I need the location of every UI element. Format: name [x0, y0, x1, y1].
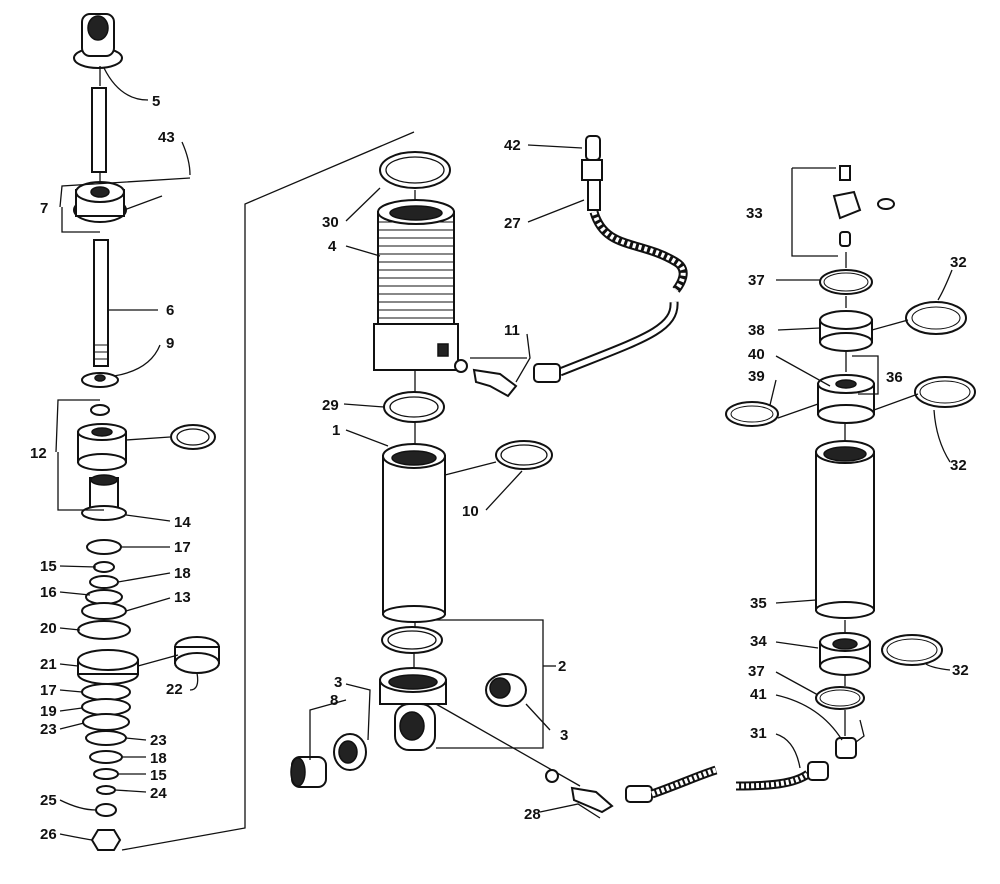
callout-39: 39	[748, 368, 765, 385]
reservoir-35	[815, 440, 875, 619]
callout-11: 11	[504, 322, 520, 339]
callout-16: 16	[40, 584, 57, 601]
upper-hose-part	[558, 135, 688, 377]
cap-38	[819, 310, 873, 352]
callout-9: 9	[166, 335, 174, 352]
callout-19: 19	[40, 703, 57, 720]
callout-labels: 5 43 7 6 9 12 14 17 15 18 16 13 20 21 22…	[30, 93, 969, 843]
callout-33: 33	[746, 205, 763, 222]
eyelet-part	[73, 13, 123, 69]
cap-nut-part	[73, 181, 127, 223]
piston-part	[77, 423, 127, 471]
elbow-fitting-11	[454, 359, 561, 398]
right-assembly	[725, 165, 976, 736]
callout-3a: 3	[334, 674, 342, 691]
callout-17a: 17	[174, 539, 191, 556]
center-leaders	[309, 144, 601, 819]
plate-14	[81, 505, 127, 521]
callout-43: 43	[158, 129, 175, 146]
callout-41: 41	[750, 686, 767, 703]
callout-10: 10	[462, 503, 479, 520]
upper-shaft	[91, 87, 107, 173]
right-leaders	[769, 167, 953, 769]
callout-34: 34	[750, 633, 767, 650]
callout-17b: 17	[40, 682, 57, 699]
callout-24: 24	[150, 785, 167, 802]
callout-28: 28	[524, 806, 541, 823]
reservoir-body-part	[373, 199, 459, 371]
base-housing-part	[379, 667, 447, 751]
callout-40: 40	[748, 346, 765, 363]
callout-26: 26	[40, 826, 57, 843]
callout-18a: 18	[174, 565, 191, 582]
callout-29: 29	[322, 397, 339, 414]
callout-7: 7	[40, 200, 48, 217]
callout-20: 20	[40, 620, 57, 637]
left-leaders	[55, 67, 199, 841]
callout-35: 35	[750, 595, 767, 612]
floating-piston-36	[817, 374, 875, 424]
end-cap-34	[819, 632, 871, 676]
callout-38: 38	[748, 322, 765, 339]
nut-26	[90, 829, 122, 851]
shaft	[93, 239, 109, 367]
left-shaft-assembly	[73, 13, 220, 851]
callout-21: 21	[40, 656, 57, 673]
lower-hose-part	[545, 737, 857, 814]
callout-23a: 23	[40, 721, 57, 738]
callout-37b: 37	[748, 663, 765, 680]
callout-22: 22	[166, 681, 183, 698]
callout-27: 27	[504, 215, 521, 232]
assembly-bracket	[121, 131, 415, 851]
callout-32c: 32	[952, 662, 969, 679]
valve-body-part	[77, 649, 139, 685]
callout-32a: 32	[950, 254, 967, 271]
callout-36: 36	[886, 369, 903, 386]
center-assembly	[290, 151, 553, 788]
callout-30: 30	[322, 214, 339, 231]
callout-8: 8	[330, 692, 338, 709]
callout-15b: 15	[150, 767, 167, 784]
band-part	[174, 636, 220, 674]
callout-5: 5	[152, 93, 160, 110]
callout-1: 1	[332, 422, 340, 439]
callout-4: 4	[328, 238, 337, 255]
callout-42: 42	[504, 137, 521, 154]
callout-3b: 3	[560, 727, 568, 744]
callout-13: 13	[174, 589, 191, 606]
callout-37a: 37	[748, 272, 765, 289]
callout-18b: 18	[150, 750, 167, 767]
callout-23b: 23	[150, 732, 167, 749]
callout-12: 12	[30, 445, 47, 462]
callout-6: 6	[166, 302, 174, 319]
callout-2: 2	[558, 658, 566, 675]
callout-25: 25	[40, 792, 57, 809]
cylinder-part	[382, 443, 446, 623]
callout-15a: 15	[40, 558, 57, 575]
callout-14: 14	[174, 514, 191, 531]
callout-32b: 32	[950, 457, 967, 474]
callout-31: 31	[750, 725, 767, 742]
